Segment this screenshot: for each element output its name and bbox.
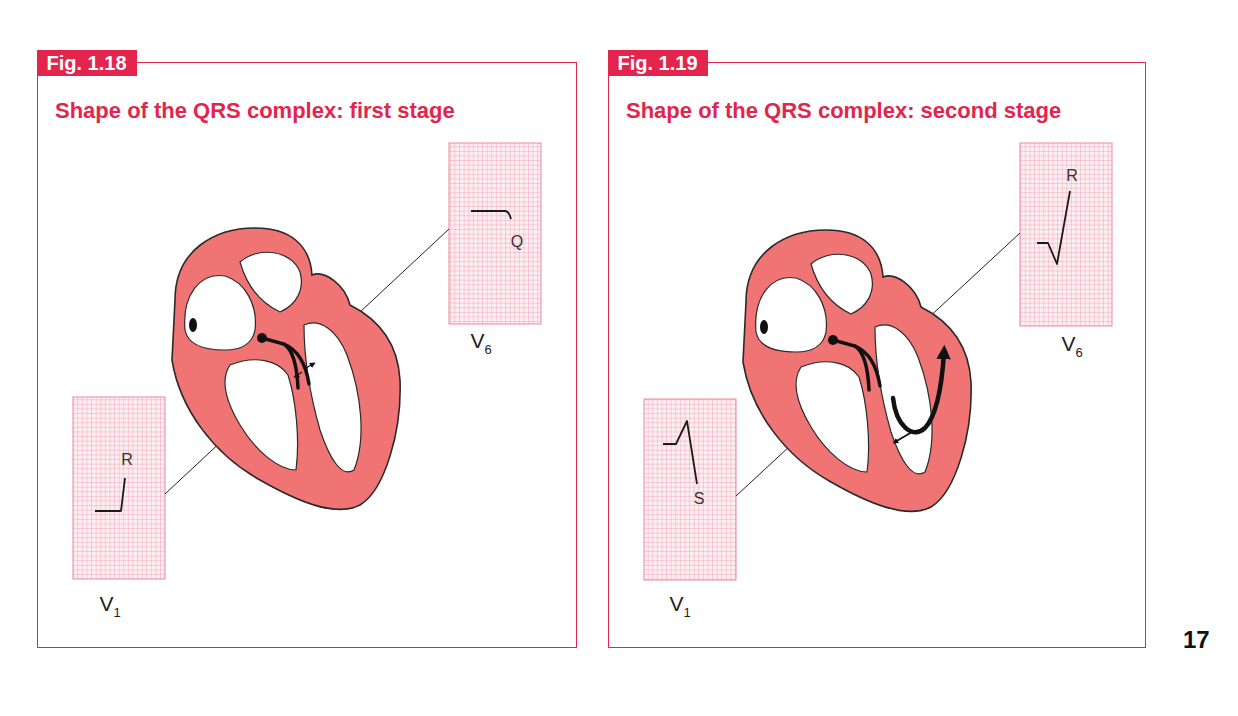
ecg-strip: RV6 — [1020, 143, 1112, 326]
lead-label: V6 — [470, 329, 491, 356]
heart-drawing — [172, 228, 400, 509]
septal-arrows — [296, 364, 313, 376]
figure-tag: Fig. 1.19 — [608, 50, 708, 76]
wave-label: R — [1066, 167, 1078, 185]
ecg-grid — [73, 397, 165, 579]
figure-panel: Fig. 1.18Shape of the QRS complex: first… — [37, 62, 577, 648]
depolarisation-arrows — [893, 352, 944, 442]
page-number: 17 — [1183, 626, 1210, 654]
wave-label: R — [121, 451, 133, 469]
figure-tag: Fig. 1.18 — [37, 50, 137, 76]
ecg-grid — [1020, 143, 1112, 326]
lead-label: V1 — [669, 592, 690, 619]
ecg-strip: RV1 — [73, 397, 165, 579]
heart-drawing — [743, 230, 971, 511]
ecg-grid — [644, 399, 736, 580]
figure-title: Shape of the QRS complex: first stage — [55, 98, 455, 124]
lead-label: V6 — [1061, 332, 1082, 359]
figure-title: Shape of the QRS complex: second stage — [626, 98, 1061, 124]
lead-label: V1 — [99, 592, 120, 619]
wave-label: Q — [511, 233, 523, 251]
ecg-strip: SV1 — [644, 399, 736, 580]
wave-label: S — [694, 490, 705, 508]
figure-panel: Fig. 1.19Shape of the QRS complex: secon… — [608, 62, 1146, 648]
ecg-trace — [95, 191, 1070, 511]
ecg-strip: QV6 — [449, 143, 541, 324]
ecg-grid — [449, 143, 541, 324]
